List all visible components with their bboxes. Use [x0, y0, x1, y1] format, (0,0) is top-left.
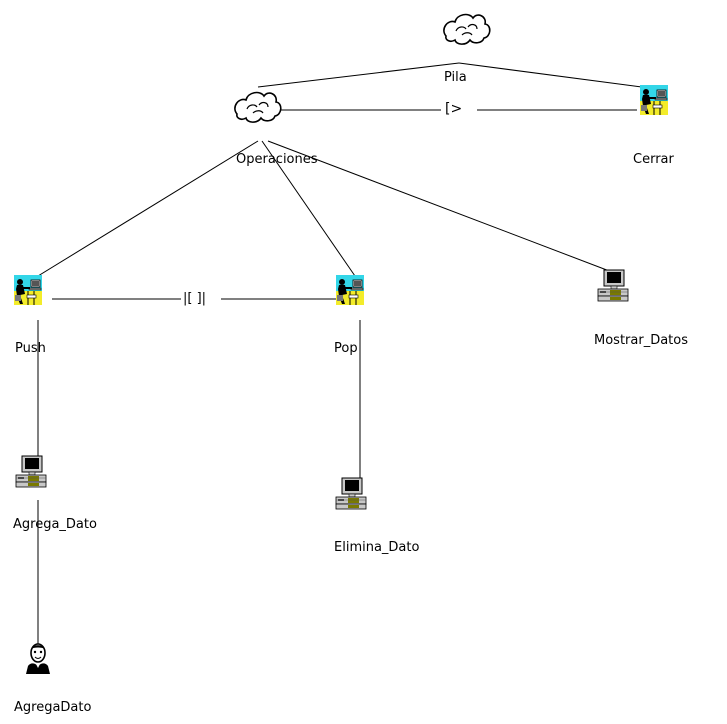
node-label-agregadato: AgregaDato [14, 700, 92, 715]
node-label-operaciones: Operaciones [236, 152, 318, 167]
connector-lines [37, 62, 658, 648]
node-label-pop: Pop [334, 341, 358, 356]
disabling-operator: [> [443, 100, 465, 118]
pop-user-at-computer-icon [335, 274, 365, 306]
mostrar-datos-computer-icon [597, 269, 629, 302]
push-user-at-computer-icon [13, 274, 43, 306]
node-label-push: Push [15, 341, 46, 356]
elimina-dato-computer-icon [335, 477, 367, 510]
node-label-mostrar-datos: Mostrar_Datos [594, 333, 688, 348]
node-label-agrega-dato: Agrega_Dato [13, 517, 97, 532]
agregadato-person-icon [25, 643, 51, 675]
node-label-cerrar: Cerrar [633, 152, 674, 167]
pila-cloud-icon [443, 13, 491, 45]
operaciones-cloud-icon [234, 91, 282, 123]
agrega-dato-computer-icon [15, 455, 47, 488]
node-label-elimina-dato: Elimina_Dato [334, 540, 420, 555]
cerrar-user-at-computer-icon [639, 84, 669, 116]
node-label-pila: Pila [444, 70, 467, 85]
concurrency-operator: |[ ]| [181, 290, 209, 308]
